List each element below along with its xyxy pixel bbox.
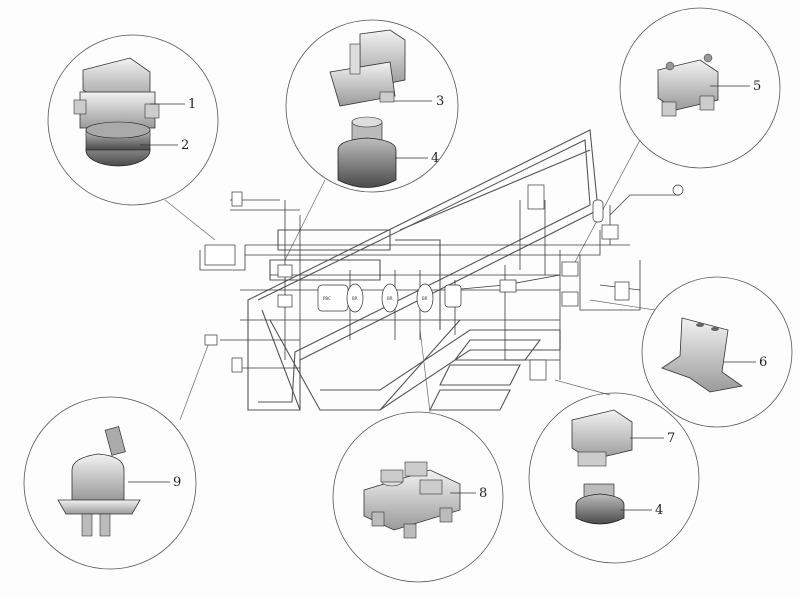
callout-3: 3	[436, 94, 444, 109]
part-9-hand-brake-valve-icon	[57, 426, 141, 537]
part-3-relay-valve-icon	[329, 29, 406, 107]
part-4-silencer-lower-icon	[575, 483, 625, 525]
callout-6: 6	[759, 355, 767, 370]
system-components	[204, 184, 684, 381]
tank-label-pbc: PBC	[323, 296, 331, 301]
tank-label-br-3: BR	[422, 296, 428, 301]
part-7-relay-valve-lower-icon	[571, 409, 633, 467]
tank-label-br-1: BR	[352, 296, 358, 301]
pipework	[199, 194, 680, 380]
detail-circle-6	[641, 276, 793, 428]
part-2-muffler-icon	[85, 121, 151, 167]
detail-circle-8	[332, 411, 504, 583]
callout-4-upper: 4	[431, 151, 439, 166]
callout-5: 5	[753, 79, 761, 94]
detail-circle-7-4	[528, 392, 700, 564]
connector-lines	[164, 139, 656, 421]
detail-circle-9	[23, 396, 197, 570]
callout-7: 7	[667, 431, 675, 446]
callout-1: 1	[188, 97, 196, 112]
part-8-four-circuit-valve-icon	[363, 461, 461, 539]
tank-label-br-2: BR	[387, 296, 393, 301]
part-5-quick-release-valve-icon	[657, 53, 719, 117]
detail-circle-1-2	[47, 34, 219, 206]
callout-2: 2	[181, 138, 189, 153]
callout-4-lower: 4	[655, 503, 663, 518]
part-4-silencer-icon	[337, 116, 397, 188]
callout-9: 9	[173, 475, 181, 490]
part-6-mounting-bracket-icon	[661, 317, 744, 393]
tank-labels: PBC BR BR BR	[323, 296, 428, 301]
part-1-valve-body-icon	[73, 57, 160, 129]
callout-labels: 1 2 3 4 5 6 7 4 8 9	[173, 79, 767, 518]
leader-lines	[128, 85, 756, 511]
detail-circle-5	[619, 7, 781, 169]
callout-8: 8	[479, 486, 487, 501]
detail-circle-3-4	[285, 19, 459, 193]
